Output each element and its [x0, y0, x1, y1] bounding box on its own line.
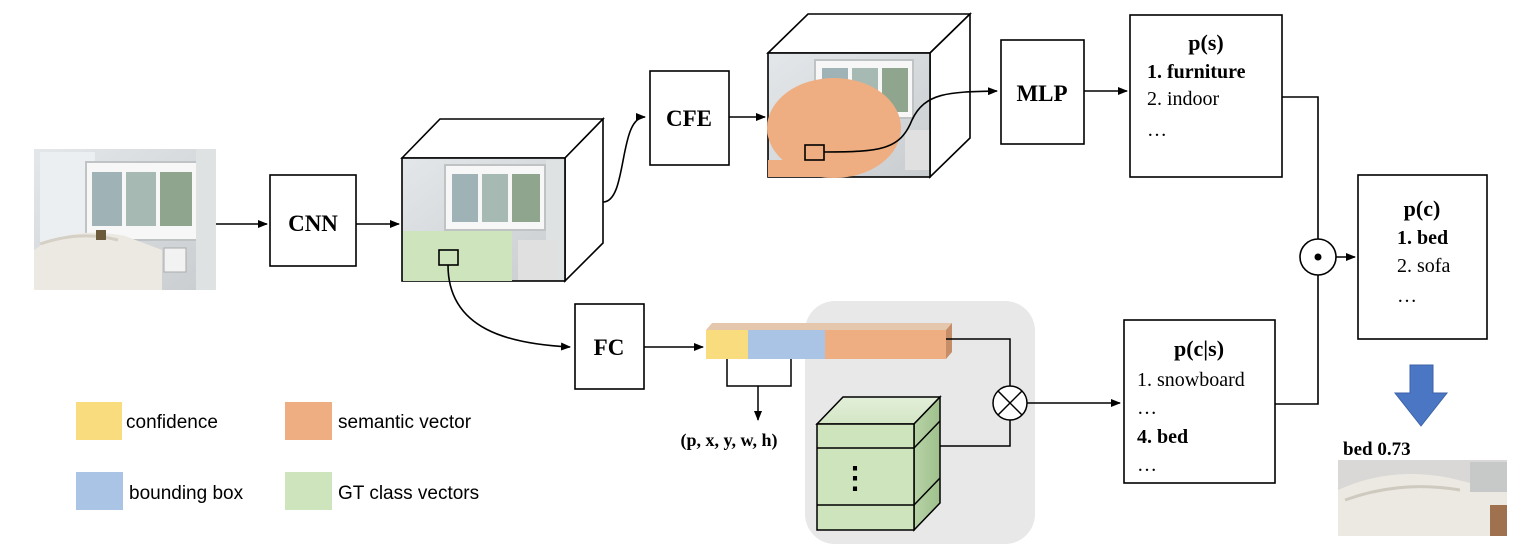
pc-title: p(c) [1404, 196, 1441, 221]
ps-item-2: 2. indoor [1147, 88, 1220, 110]
legend: confidence semantic vector bounding box … [76, 402, 479, 510]
pc-box: p(c) 1. bed 2. sofa … [1357, 174, 1488, 340]
legend-label-semantic-vector: semantic vector [338, 412, 472, 433]
mlp-module [1000, 39, 1085, 145]
confidence-segment [706, 330, 748, 359]
cross-operator [992, 385, 1028, 421]
detection-crop-photo [1338, 460, 1507, 536]
legend-label-confidence: confidence [126, 412, 218, 433]
semantic-map-cube [766, 12, 972, 179]
hadamard-operator [1299, 238, 1337, 276]
pcs-box: p(c|s) 1. snowboard … 4. bed … [1123, 319, 1276, 484]
semantic-vector-segment [825, 330, 946, 359]
fc-label: FC [594, 335, 625, 360]
legend-swatch-gt-class-vectors [285, 472, 332, 510]
legend-swatch-bounding-box [76, 472, 123, 510]
pc-item-3: … [1397, 285, 1417, 307]
vector-annotation: (p, x, y, w, h) [680, 430, 777, 451]
output-vector [706, 323, 952, 359]
feature-map-cube [400, 117, 605, 283]
down-arrow-icon [1393, 364, 1449, 427]
detection-label: bed 0.73 [1343, 439, 1411, 460]
cfe-module [649, 70, 730, 166]
cnn-label: CNN [288, 211, 338, 236]
ps-box: p(s) 1. furniture 2. indoor … [1129, 14, 1283, 178]
bounding-box-segment [748, 330, 825, 359]
fc-module [574, 303, 645, 390]
cnn-module [269, 174, 357, 267]
pc-item-1: 1. bed [1397, 227, 1448, 249]
legend-swatch-semantic-vector [285, 402, 332, 440]
ps-item-1: 1. furniture [1147, 61, 1246, 83]
ps-item-3: … [1147, 119, 1167, 141]
input-room-photo [34, 149, 216, 290]
cfe-label: CFE [666, 106, 712, 131]
pc-item-2: 2. sofa [1397, 255, 1450, 277]
pcs-item-1: 1. snowboard [1137, 369, 1245, 391]
semantic-orange-region [767, 78, 901, 178]
legend-label-gt-class-vectors: GT class vectors [338, 483, 479, 504]
pcs-item-4: … [1137, 454, 1157, 476]
pcs-item-2: … [1137, 397, 1157, 419]
mlp-label: MLP [1016, 81, 1067, 106]
pcs-item-3: 4. bed [1137, 426, 1188, 448]
ps-title: p(s) [1188, 30, 1223, 55]
legend-label-bounding-box: bounding box [129, 483, 244, 504]
stack-ellipsis: ⋮ [840, 462, 870, 495]
pcs-title: p(c|s) [1174, 336, 1224, 361]
legend-swatch-confidence [76, 402, 122, 440]
gt-class-vectors-stack: ⋮ [815, 395, 942, 532]
